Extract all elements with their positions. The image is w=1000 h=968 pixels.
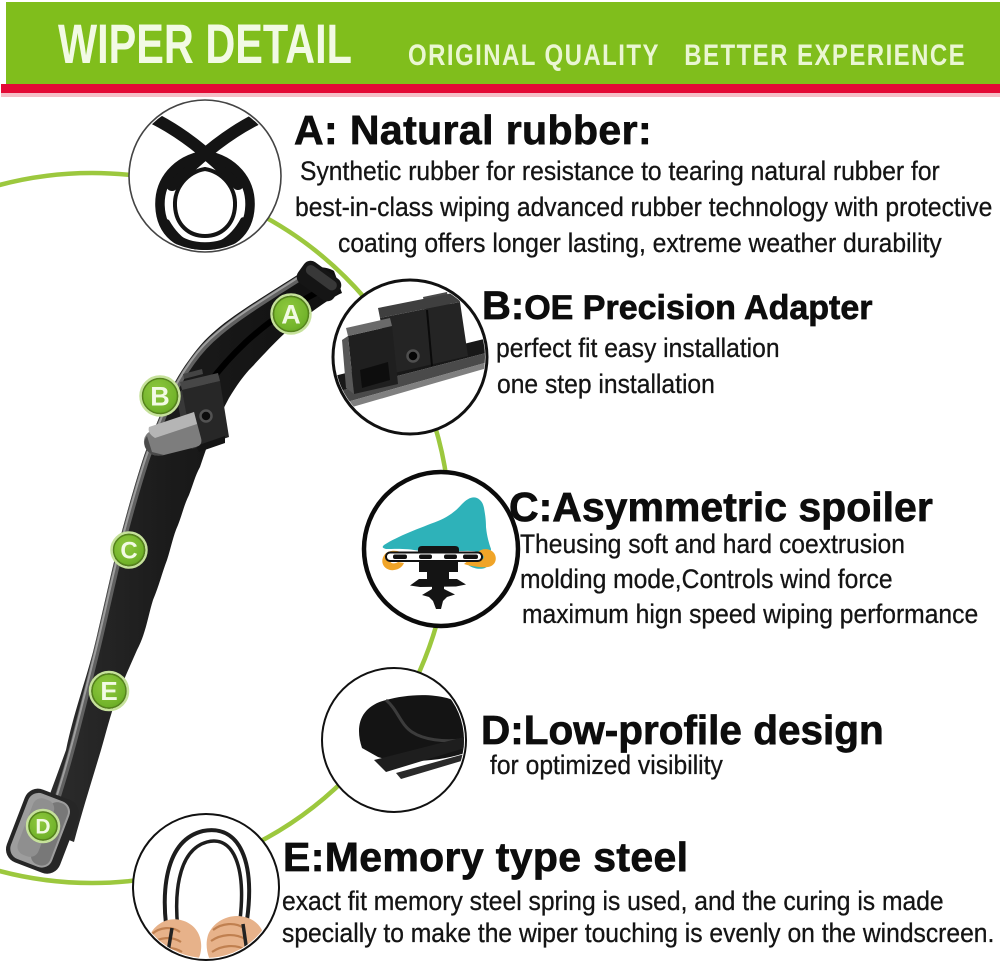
svg-text:A: A xyxy=(281,300,301,330)
svg-text:C: C xyxy=(120,538,137,565)
svg-text:D: D xyxy=(35,816,50,839)
svg-text:E: E xyxy=(100,676,117,706)
svg-text:B: B xyxy=(150,382,170,412)
